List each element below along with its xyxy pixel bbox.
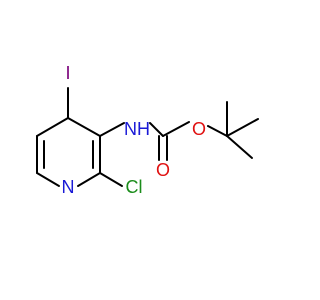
iodine-label: I (65, 63, 70, 83)
bond-c4-c5 (36, 117, 69, 137)
bond-ester-o-tbu (207, 125, 228, 137)
carbonyl-oxygen-label: O (156, 160, 170, 180)
bond-tbu-methyl-down (226, 135, 253, 159)
pyridine-ring (36, 117, 101, 187)
bond-c6-n1 (36, 172, 60, 187)
bond-c3-nh (99, 122, 125, 137)
bond-tbu-methyl-right (226, 118, 259, 137)
nh-label: NH (124, 119, 150, 139)
structure-diagram: I NH O O N Cl (36, 63, 259, 197)
bond-c3-c4 (67, 117, 101, 137)
bond-c2-chlorine (99, 172, 123, 187)
ester-oxygen-label: O (192, 119, 206, 139)
ring-nitrogen-label: N (62, 177, 75, 197)
bond-n1-c2 (77, 172, 101, 187)
bond-carbonyl-ester-o (162, 121, 190, 137)
chlorine-label: Cl (126, 177, 143, 197)
bond-nh-carbonyl (149, 122, 164, 137)
